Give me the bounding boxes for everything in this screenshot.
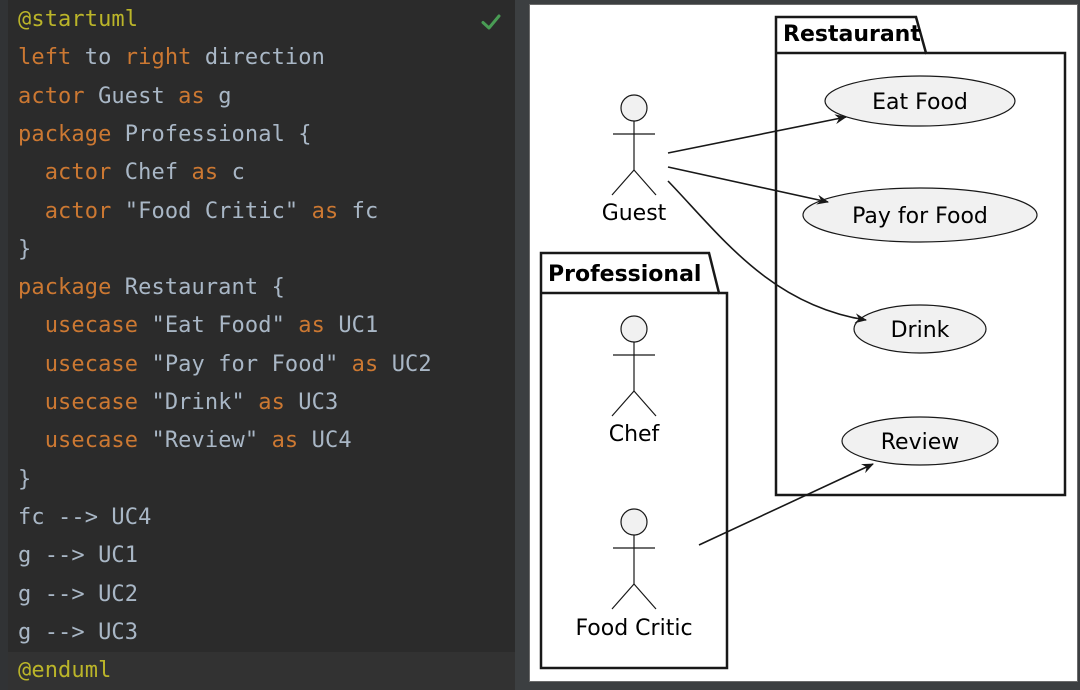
code-keyword: package <box>18 275 112 300</box>
code-token: Guest <box>84 84 179 109</box>
code-token: g --> UC1 <box>18 543 139 568</box>
usecase-drink: Drink <box>853 304 987 354</box>
code-line[interactable]: } <box>18 231 31 269</box>
code-line[interactable]: actor Guest as g <box>18 78 232 116</box>
code-line[interactable]: left to right direction <box>18 39 325 77</box>
code-line[interactable]: @enduml <box>8 652 515 690</box>
code-line[interactable]: actor "Food Critic" as fc <box>18 193 379 231</box>
actor-guest: Guest <box>602 94 667 226</box>
actor-label-chef: Chef <box>609 422 661 447</box>
code-token <box>18 199 45 224</box>
code-keyword: as <box>351 352 379 377</box>
code-line[interactable]: usecase "Review" as UC4 <box>18 422 352 460</box>
code-token: UC3 <box>284 390 339 415</box>
code-token <box>18 352 45 377</box>
code-token: @enduml <box>18 658 112 683</box>
usecase-label-drink: Drink <box>891 318 950 343</box>
code-token: "Drink" <box>138 390 259 415</box>
code-token: g --> UC3 <box>18 620 139 645</box>
code-token: g <box>204 84 232 109</box>
code-keyword: usecase <box>44 390 139 415</box>
code-token: direction <box>191 45 325 70</box>
code-keyword: as <box>191 160 219 185</box>
actor-label-guest: Guest <box>602 201 667 226</box>
code-token <box>18 313 45 338</box>
code-keyword: left <box>18 45 72 70</box>
code-keyword: as <box>311 199 339 224</box>
code-keyword: actor <box>18 84 85 109</box>
code-line[interactable]: package Restaurant { <box>18 269 285 307</box>
code-line[interactable]: g --> UC3 <box>18 614 138 652</box>
code-token: fc --> UC4 <box>18 505 152 530</box>
code-keyword: package <box>18 122 112 147</box>
code-line[interactable]: fc --> UC4 <box>18 499 151 537</box>
edge-guest-pay-for-food <box>667 166 829 205</box>
code-keyword: as <box>271 428 299 453</box>
code-line[interactable]: @startuml <box>18 1 138 39</box>
package-professional: Professional <box>539 251 729 670</box>
usecase-label-eat-food: Eat Food <box>872 90 968 115</box>
code-token: to <box>71 45 125 70</box>
code-token <box>18 428 45 453</box>
edge-guest-eat-food <box>667 114 847 154</box>
usecase-label-pay-for-food: Pay for Food <box>852 204 988 229</box>
code-keyword: actor <box>44 160 112 185</box>
edge-food-critic-review <box>698 463 874 546</box>
usecase-eat-food: Eat Food <box>824 75 1016 127</box>
package-title-professional: Professional <box>548 262 701 287</box>
code-keyword: usecase <box>44 428 139 453</box>
code-token <box>18 160 45 185</box>
usecase-label-review: Review <box>881 430 960 455</box>
code-keyword: usecase <box>44 352 139 377</box>
code-token: UC2 <box>378 352 432 377</box>
use-case-diagram: Restaurant Professional Eat Food Pay for… <box>539 15 1067 670</box>
code-line[interactable]: actor Chef as c <box>18 154 245 192</box>
code-token: Professional { <box>111 122 312 147</box>
code-token: UC1 <box>324 313 379 338</box>
code-line[interactable]: usecase "Eat Food" as UC1 <box>18 307 379 345</box>
editor-gutter <box>0 0 8 690</box>
check-icon <box>481 14 501 30</box>
code-line[interactable]: g --> UC1 <box>18 537 138 575</box>
code-token: g --> UC2 <box>18 582 139 607</box>
code-line[interactable]: g --> UC2 <box>18 576 138 614</box>
code-token: "Food Critic" <box>111 199 312 224</box>
code-token <box>18 390 45 415</box>
code-token: c <box>218 160 245 185</box>
code-token: @startuml <box>18 7 139 32</box>
actor-chef: Chef <box>609 315 661 447</box>
code-token: fc <box>338 199 379 224</box>
code-token: Chef <box>111 160 192 185</box>
edge-guest-drink <box>667 180 867 324</box>
code-line[interactable]: usecase "Pay for Food" as UC2 <box>18 346 432 384</box>
code-token: "Pay for Food" <box>138 352 352 377</box>
actor-food-critic: Food Critic <box>575 508 693 641</box>
code-token: } <box>18 467 32 492</box>
code-keyword: as <box>178 84 205 109</box>
usecase-review: Review <box>841 416 999 466</box>
usecase-pay-for-food: Pay for Food <box>802 187 1038 243</box>
diagram-preview: Restaurant Professional Eat Food Pay for… <box>529 4 1078 682</box>
code-line[interactable]: package Professional { <box>18 116 312 154</box>
code-keyword: usecase <box>44 313 139 338</box>
code-line[interactable]: usecase "Drink" as UC3 <box>18 384 339 422</box>
code-keyword: right <box>124 45 192 70</box>
code-token: UC4 <box>298 428 352 453</box>
package-title-restaurant: Restaurant <box>783 22 921 47</box>
code-line[interactable]: } <box>18 461 31 499</box>
code-keyword: as <box>298 313 325 338</box>
package-restaurant: Restaurant <box>774 15 1067 497</box>
code-token: } <box>18 237 32 262</box>
code-keyword: actor <box>44 199 112 224</box>
relations <box>667 114 874 546</box>
code-token: "Eat Food" <box>138 313 299 338</box>
code-token: "Review" <box>138 428 272 453</box>
code-token: Restaurant { <box>111 275 285 300</box>
actor-label-food-critic: Food Critic <box>575 616 692 641</box>
code-keyword: as <box>258 390 285 415</box>
